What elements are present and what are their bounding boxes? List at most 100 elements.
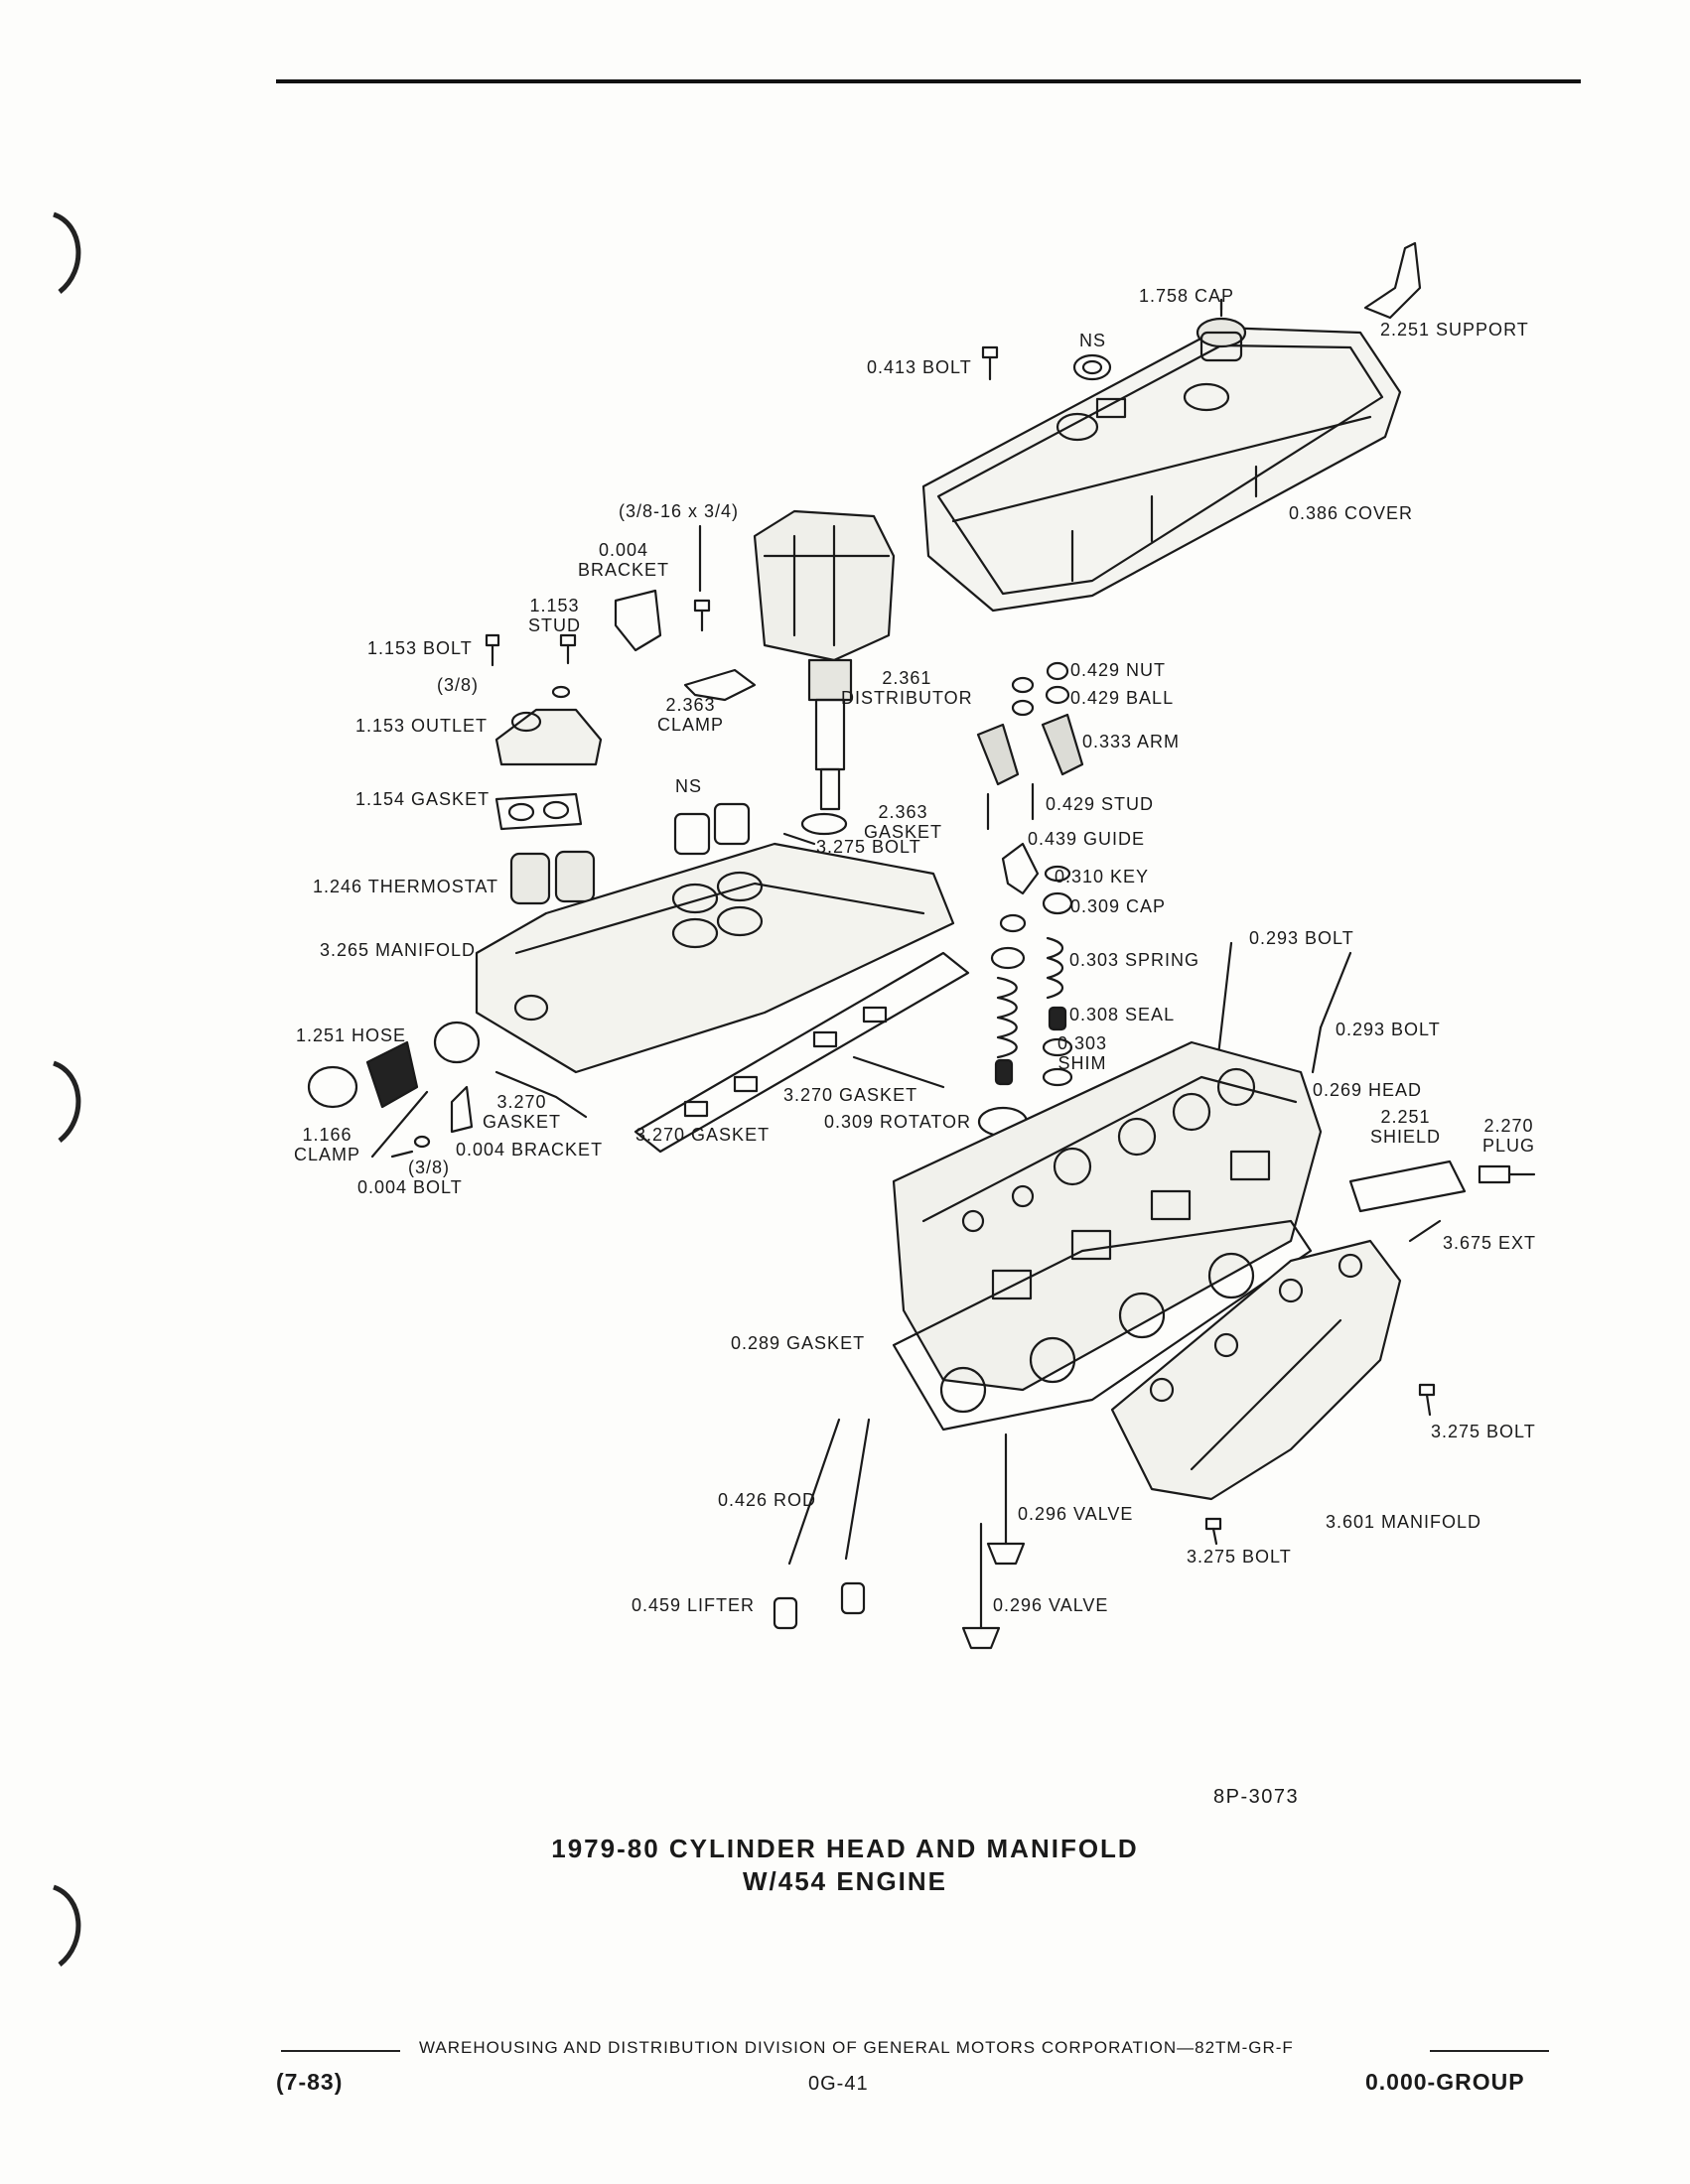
label-clamp-1166-name: CLAMP [294,1145,361,1164]
support-bracket-part [1363,241,1422,320]
valve-part [961,1433,1026,1650]
label-nut-0429: 0.429 NUT [1070,660,1167,680]
label-bolt-0293-a: 0.293 BOLT [1249,928,1354,948]
label-ns-top: NS [1079,331,1107,350]
oil-fill-cap-part [1196,298,1247,362]
label-distributor-2361-num: 2.361 [882,668,932,688]
label-outlet-1153: 1.153 OUTLET [355,716,489,736]
thermostat-part [509,850,596,905]
label-shield-2251-num: 2.251 [1380,1107,1431,1127]
footer-rule-left [281,2050,400,2052]
top-rule [276,79,1581,83]
label-shim-0303-name: SHIM [1057,1053,1107,1073]
label-ns-mid: NS [675,776,703,796]
label-thermostat-1246: 1.246 THERMOSTAT [313,877,499,896]
footer-page-number: 0G-41 [808,2073,869,2095]
label-cap-0309: 0.309 CAP [1070,896,1167,916]
label-lifter-0459: 0.459 LIFTER [632,1595,756,1615]
label-plug-2270: 2.270 PLUG [1482,1116,1535,1156]
label-bolt-1153: 1.153 BOLT [367,638,473,658]
label-plug-2270-name: PLUG [1482,1136,1536,1156]
label-washer-38: (3/8) [437,675,480,695]
label-bolt-3275-top: 3.275 BOLT [816,837,921,857]
footer-group: 0.000-GROUP [1365,2069,1525,2095]
label-bracket-0004-b: 0.004 BRACKET [456,1140,604,1160]
label-key-0310: 0.310 KEY [1055,867,1150,887]
spark-plug-part [1478,1164,1536,1184]
label-shim-0303-num: 0.303 [1057,1033,1108,1053]
binder-hole-bottom [40,1881,99,1971]
figure-title-line2: W/454 ENGINE [742,1866,948,1896]
label-spring-0303: 0.303 SPRING [1069,950,1200,970]
label-gasket-3270-left: 3.270 GASKET [635,1125,771,1145]
label-shield-2251: 2.251 SHIELD [1370,1107,1441,1147]
label-clamp-2363-num: 2.363 [665,695,716,715]
label-stud-1153-name: STUD [528,615,581,635]
label-shield-2251-name: SHIELD [1370,1127,1442,1147]
label-guide-0439: 0.439 GUIDE [1028,829,1146,849]
label-gasket-3270-right: 3.270 GASKET [783,1085,918,1105]
label-bolt-0413: 0.413 BOLT [867,357,972,377]
exhaust-manifold-part [1110,1239,1402,1501]
label-stud-0429: 0.429 STUD [1046,794,1155,814]
label-gasket-2363: 2.363 GASKET [864,802,942,842]
label-gasket-3270-small-num: 3.270 [496,1092,547,1112]
label-ext-3675: 3.675 EXT [1443,1233,1537,1253]
label-gasket-0289: 0.289 GASKET [731,1333,866,1353]
label-bolt-0293-b: 0.293 BOLT [1336,1020,1441,1039]
label-shim-0303: 0.303 SHIM [1057,1033,1107,1073]
label-hose-1251: 1.251 HOSE [296,1025,407,1045]
spark-plug-shield-part [1348,1160,1467,1213]
label-gasket-3270-small-name: GASKET [483,1112,562,1132]
label-gasket-3270-small: 3.270 GASKET [483,1092,561,1132]
label-head-0269: 0.269 HEAD [1313,1080,1423,1100]
label-plug-2270-num: 2.270 [1483,1116,1534,1136]
label-valve-0296-a: 0.296 VALVE [1018,1504,1134,1524]
footer-rule-right [1430,2050,1549,2052]
label-bolt-3275-right: 3.275 BOLT [1431,1422,1536,1441]
figure-title-line1: 1979-80 CYLINDER HEAD AND MANIFOLD [551,1834,1139,1863]
label-bracket-0004: 0.004 BRACKET [578,540,669,580]
label-bolt-size: (3/8-16 x 3/4) [619,501,740,521]
figure-code: 8P-3073 [1213,1786,1300,1808]
label-rotator-0309: 0.309 ROTATOR [824,1112,972,1132]
distributor-part [753,509,896,811]
bolt-0413-part [981,345,999,381]
intake-manifold-part [475,842,955,1074]
label-manifold-3265: 3.265 MANIFOLD [320,940,477,960]
label-stud-1153-num: 1.153 [529,596,580,615]
head-gasket-part [892,1219,1313,1432]
label-support-2251: 2.251 SUPPORT [1380,320,1529,340]
footer-date: (7-83) [276,2069,344,2095]
label-gasket-2363-name: GASKET [864,822,943,842]
label-bracket-0004-name: BRACKET [578,560,670,580]
label-bolt-0004: 0.004 BOLT [357,1177,463,1197]
footer-division: WAREHOUSING AND DISTRIBUTION DIVISION OF… [419,2038,1294,2057]
binder-hole-top [40,208,99,298]
label-cover-0386: 0.386 COVER [1289,503,1414,523]
cylinder-head-part [892,1040,1323,1392]
label-distributor-2361-name: DISTRIBUTOR [841,688,973,708]
label-distributor-2361: 2.361 DISTRIBUTOR [841,668,973,708]
label-stud-1153: 1.153 STUD [528,596,581,635]
valve-spring-part [996,936,1064,1059]
label-clamp-1166-num: 1.166 [302,1125,352,1145]
label-washer-38-b: (3/8) [408,1158,451,1177]
label-clamp-2363-name: CLAMP [657,715,725,735]
label-clamp-1166: 1.166 CLAMP [294,1125,360,1164]
label-bolt-3275-bottom: 3.275 BOLT [1187,1547,1292,1567]
intake-gasket-part [634,951,970,1154]
bypass-hose-part [307,1021,481,1109]
label-gasket-2363-num: 2.363 [878,802,928,822]
binder-hole-middle [40,1057,99,1147]
label-cap-1758: 1.758 CAP [1139,286,1235,306]
label-valve-0296-b: 0.296 VALVE [993,1595,1109,1615]
label-gasket-1154: 1.154 GASKET [355,789,491,809]
label-clamp-2363: 2.363 CLAMP [657,695,724,735]
label-manifold-3601: 3.601 MANIFOLD [1326,1512,1482,1532]
label-arm-0333: 0.333 ARM [1082,732,1181,751]
label-seal-0308: 0.308 SEAL [1069,1005,1176,1024]
label-rod-0426: 0.426 ROD [718,1490,817,1510]
